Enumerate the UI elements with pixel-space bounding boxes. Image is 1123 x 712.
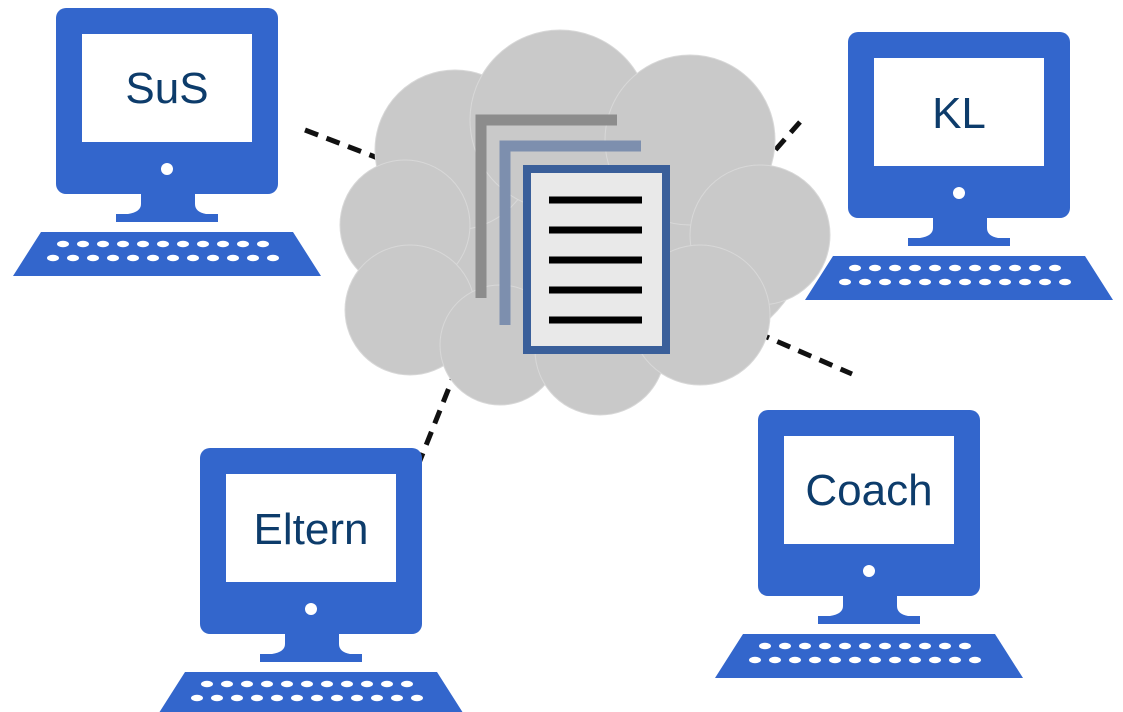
node-sus: SuS bbox=[13, 8, 321, 276]
cloud-documents-icon bbox=[339, 29, 831, 416]
computer-icon bbox=[715, 410, 1023, 678]
label-sus: SuS bbox=[125, 64, 208, 113]
label-coach: Coach bbox=[805, 466, 932, 515]
label-kl: KL bbox=[932, 89, 986, 138]
node-eltern: Eltern bbox=[157, 448, 465, 712]
label-eltern: Eltern bbox=[254, 505, 369, 554]
computer-icon bbox=[805, 32, 1113, 300]
node-coach: Coach bbox=[715, 410, 1023, 678]
cloud-shape bbox=[339, 29, 831, 416]
computer-icon bbox=[157, 448, 465, 712]
node-kl: KL bbox=[805, 32, 1113, 300]
computer-icon bbox=[13, 8, 321, 276]
